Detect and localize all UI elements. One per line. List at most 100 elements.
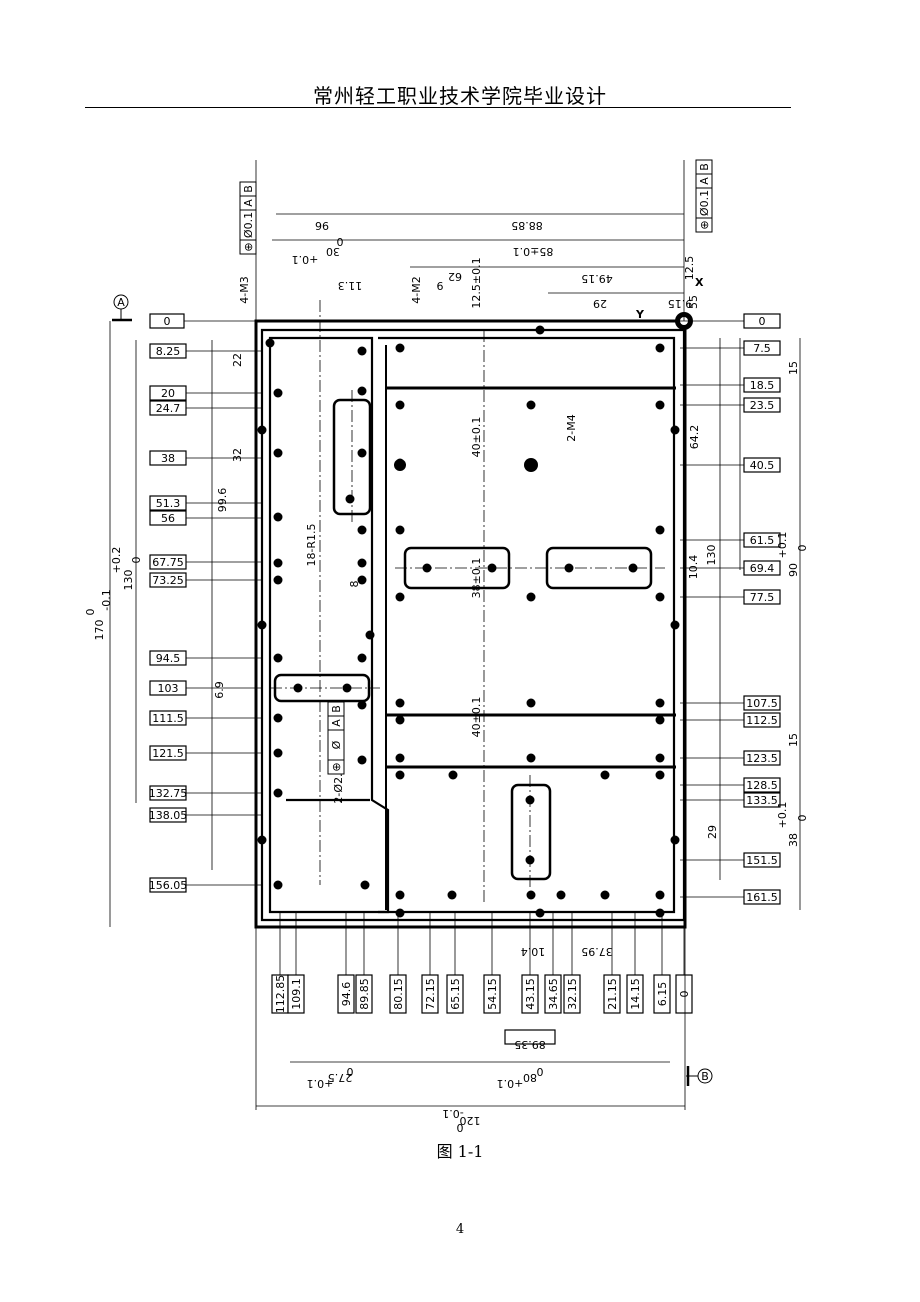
hole (564, 563, 574, 573)
bottom-box-value: 72.15 (424, 978, 437, 1010)
left-box-value: 24.7 (156, 402, 181, 415)
tolerance-cell: Ø0.1 (698, 190, 711, 216)
hole (357, 755, 367, 765)
dim-85: 85±0.1 (513, 245, 554, 258)
tolerance-cell: A (242, 199, 255, 207)
bottom-box: 6.15 (653, 974, 671, 1014)
left-box-value: 121.5 (152, 747, 184, 760)
tol: 0 (337, 235, 344, 248)
hole (273, 788, 283, 798)
bottom-box-value: 6.15 (656, 982, 669, 1007)
right-box-value: 128.5 (746, 779, 778, 792)
bottom-box-value: 80.15 (392, 978, 405, 1010)
tolerance-cell: ⊕ (698, 220, 711, 229)
dim-6: 6 (437, 280, 444, 293)
left-box-value: 0 (164, 315, 171, 328)
dim-27-5: 27.5 (328, 1071, 353, 1084)
right-box-value: 69.4 (750, 562, 775, 575)
hole (655, 753, 665, 763)
hole (395, 592, 405, 602)
bottom-box: 112.85 (271, 974, 289, 1014)
hole (345, 494, 355, 504)
dim-55: 55 (687, 295, 700, 309)
datum-a-symbol: A (112, 294, 132, 322)
hole (535, 325, 545, 335)
right-box-value: 40.5 (750, 459, 775, 472)
hole (670, 425, 680, 435)
right-box-value: 77.5 (750, 591, 775, 604)
dim-18-r1-5: 18-R1.5 (305, 523, 318, 566)
hole (447, 890, 457, 900)
hole (357, 700, 367, 710)
right-box-value: 18.5 (750, 379, 775, 392)
right-box-value: 112.5 (746, 714, 778, 727)
dim-96: 96 (315, 219, 329, 232)
dim-88-85: 88.85 (511, 219, 543, 232)
dim-2-d2-8: 2-Ø2.8 (332, 766, 345, 803)
left-box-value: 94.5 (156, 652, 181, 665)
left-box-value: 38 (161, 452, 175, 465)
tol: 0 (457, 1121, 464, 1134)
hole (273, 880, 283, 890)
dim-30: 30 (326, 245, 340, 258)
slot-5 (510, 783, 552, 881)
dim-170: 170 (93, 620, 106, 641)
left-box-value: 103 (158, 682, 179, 695)
tolerance-frame-mid: BAØ⊕ (327, 701, 345, 775)
bottom-box-value: 112.85 (274, 975, 287, 1014)
hole (655, 770, 665, 780)
tolerance-cell: B (698, 163, 711, 171)
dim-99-6: 99.6 (216, 488, 229, 513)
svg-text:A: A (117, 296, 125, 309)
hole (357, 448, 367, 458)
m4-hole (394, 459, 406, 471)
bottom-box: 32.15 (563, 974, 581, 1014)
tol: +0.1 (497, 1077, 524, 1090)
hole (357, 386, 367, 396)
hole (655, 525, 665, 535)
hole (556, 890, 566, 900)
left-pocket (268, 336, 390, 914)
hole (273, 448, 283, 458)
hole (600, 890, 610, 900)
dim-130-left: 130 (122, 570, 135, 591)
tol: 0 (537, 1065, 544, 1078)
dim-130: 130 (705, 545, 718, 566)
tolerance-cell: ⊕ (242, 242, 255, 251)
bottom-box: 21.15 (603, 974, 621, 1014)
left-ordinate-labels: 08.252024.73851.35667.7573.2594.5103111.… (149, 313, 187, 893)
bottom-box-value: 89.85 (358, 978, 371, 1010)
left-box-value: 56 (161, 512, 175, 525)
hole (342, 683, 352, 693)
tol: +0.1 (307, 1077, 334, 1090)
bottom-box: 109.1 (287, 974, 305, 1014)
hole (395, 890, 405, 900)
hole (395, 525, 405, 535)
left-box-value: 111.5 (152, 712, 184, 725)
bottom-box: 34.65 (544, 974, 562, 1014)
hole (395, 770, 405, 780)
hole (526, 400, 536, 410)
tol: +0.1 (776, 802, 789, 829)
bottom-box-value: 54.15 (486, 978, 499, 1010)
hole (360, 880, 370, 890)
right-box-value: 123.5 (746, 752, 778, 765)
tol: -0.1 (100, 589, 113, 610)
dim-64-2: 64.2 (688, 425, 701, 450)
tol: -0.1 (442, 1107, 463, 1120)
bottom-box-value: 21.15 (606, 978, 619, 1010)
bottom-box: 65.15 (446, 974, 464, 1014)
hole (273, 748, 283, 758)
bottom-box-value: 43.15 (524, 978, 537, 1010)
datum-b-symbol: B (686, 1066, 713, 1086)
bottom-box-value: 109.1 (290, 978, 303, 1010)
hole (526, 753, 536, 763)
tolerance-cell: ⊕ (330, 762, 343, 771)
hole (655, 698, 665, 708)
dim-90: 90 (787, 563, 800, 577)
hole (257, 425, 267, 435)
bottom-box-value: 14.15 (629, 978, 642, 1010)
dim-32: 32 (231, 448, 244, 462)
